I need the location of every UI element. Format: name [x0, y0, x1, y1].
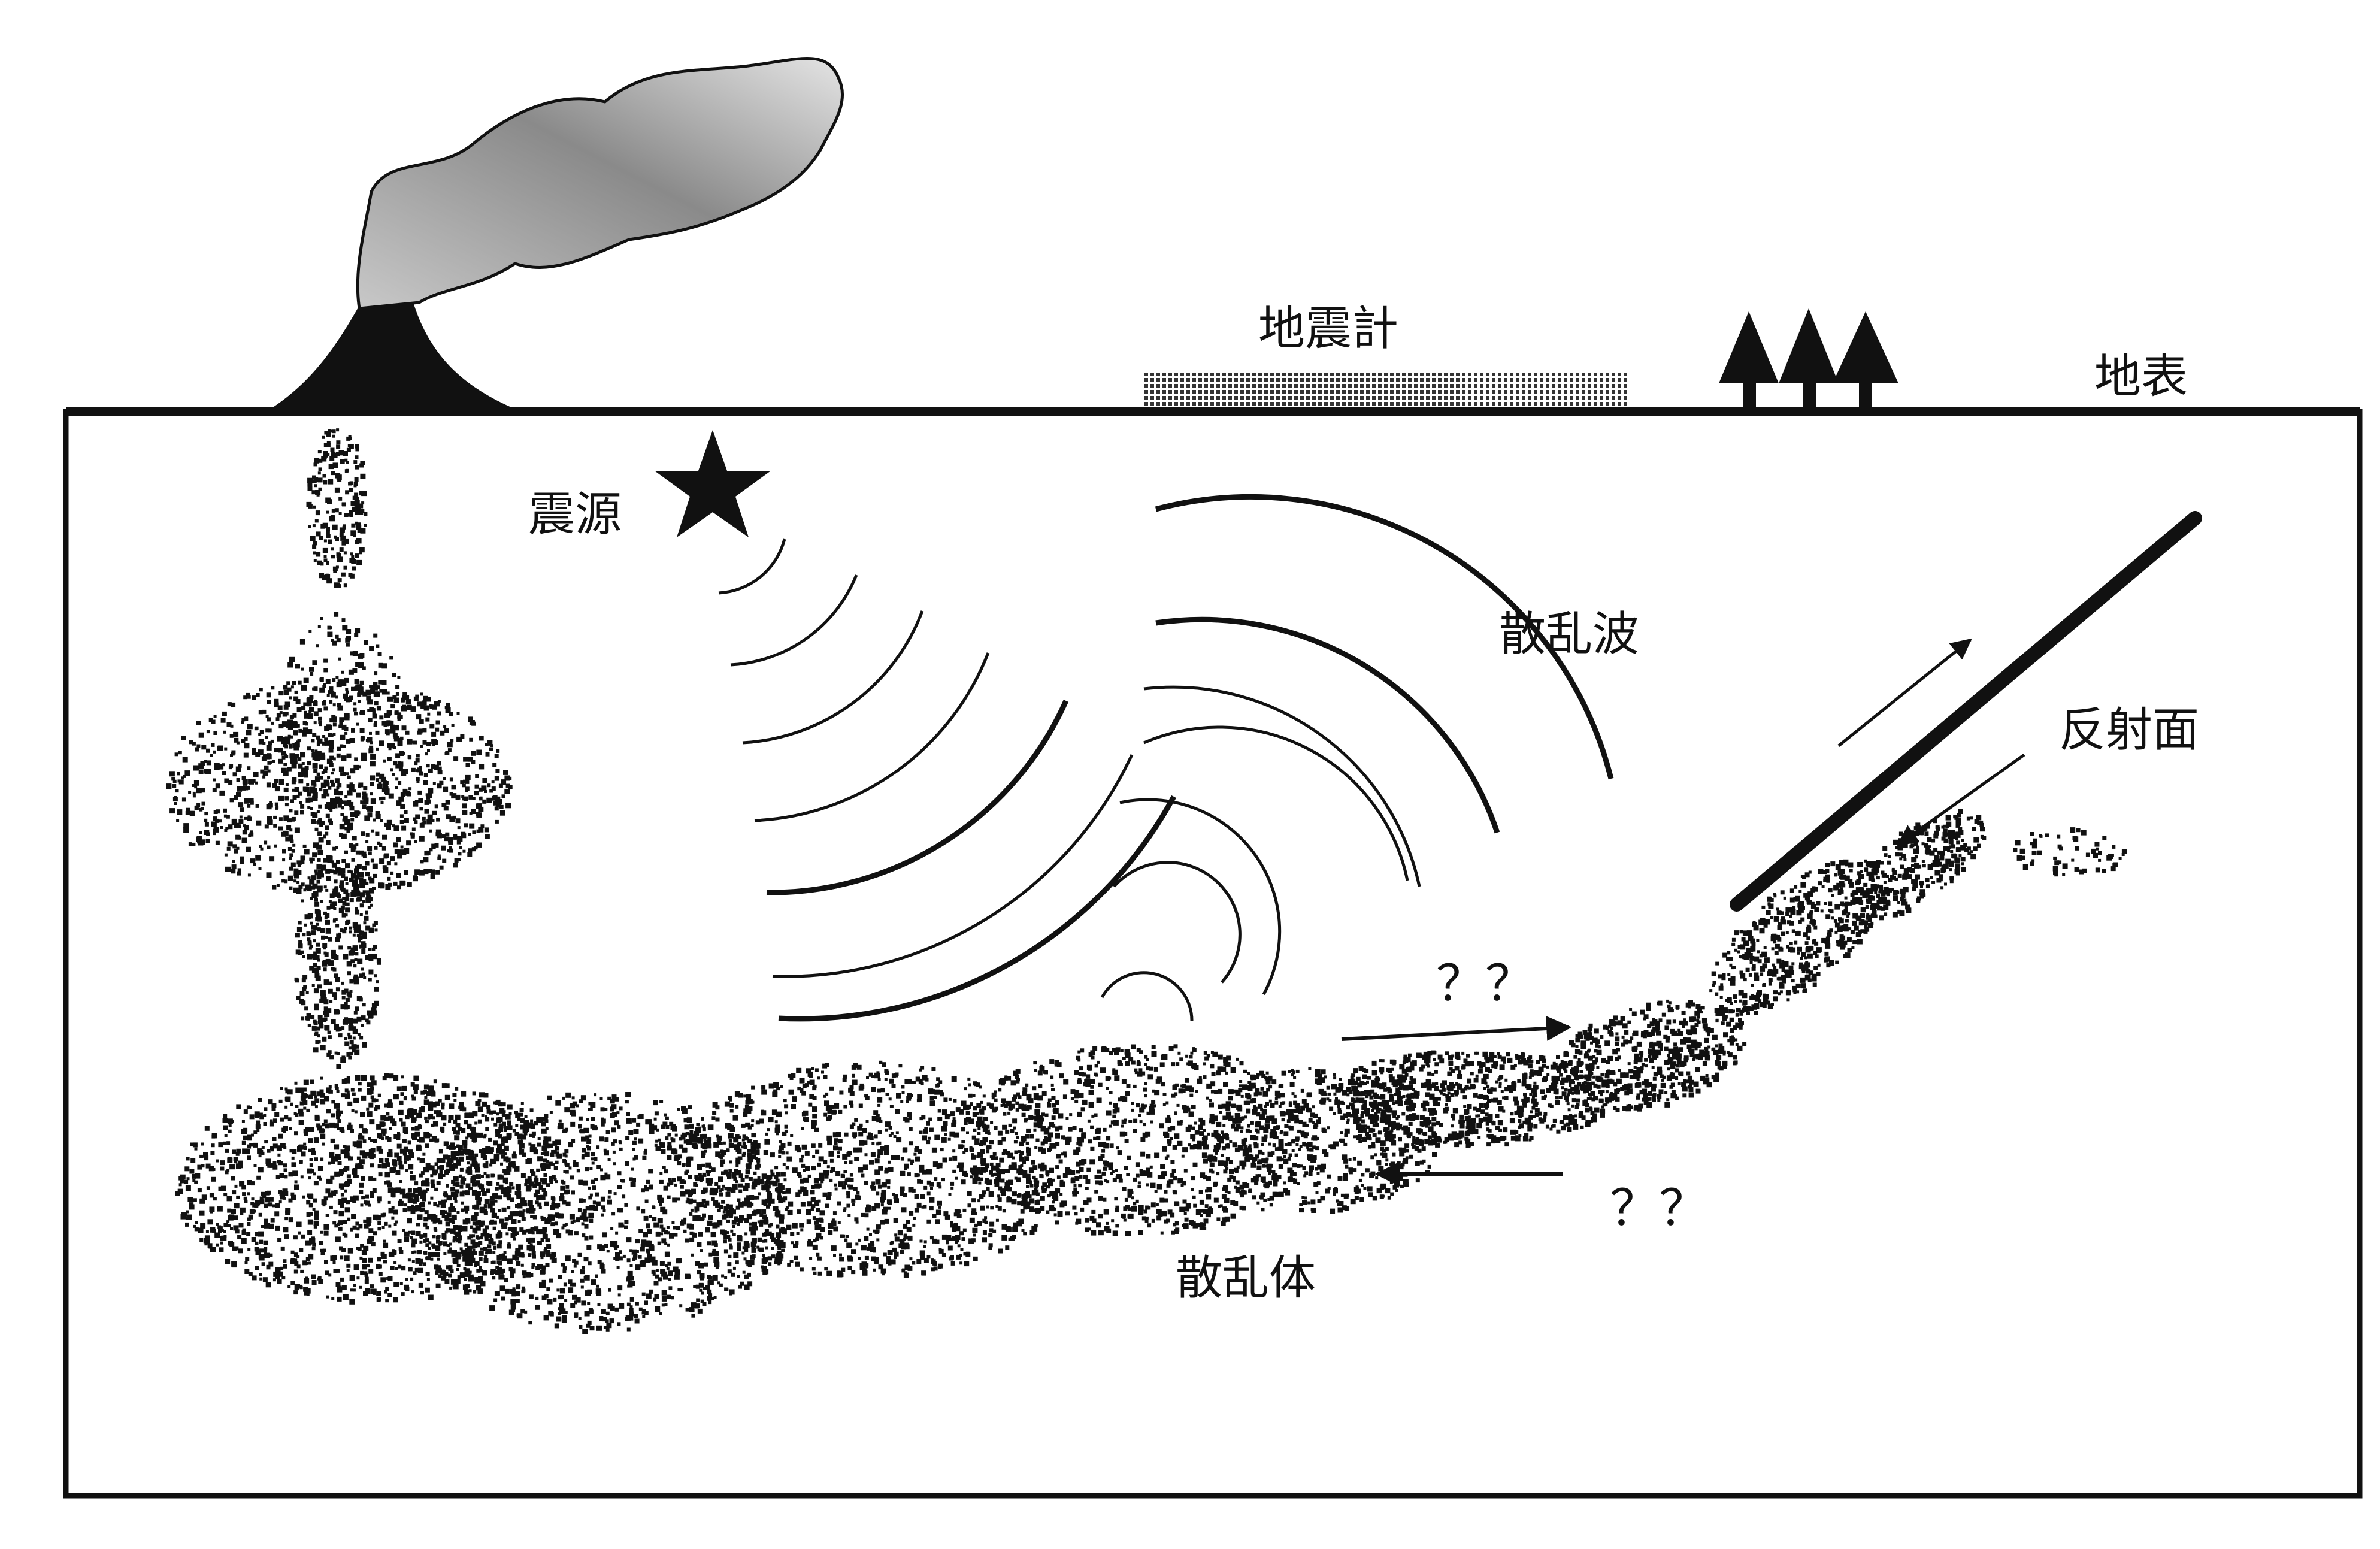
star-icon	[655, 430, 771, 537]
arrow-icon	[1897, 753, 2025, 846]
scatterer-dots	[166, 428, 2127, 1334]
surface-label: 地表	[2094, 350, 2188, 404]
arrow-icon	[1837, 638, 1972, 747]
question-label-lower: ？？	[1610, 1180, 1708, 1237]
seismometer-label: 地震計	[1258, 302, 1398, 356]
tree-icon	[1779, 308, 1839, 410]
trees-group	[1719, 308, 1898, 410]
reflector-label: 反射面	[2059, 703, 2199, 757]
question-label-upper: ？？	[1436, 955, 1534, 1012]
scatterer-label: 散乱体	[1176, 1251, 1316, 1305]
direct-wavefronts	[718, 538, 1176, 1022]
smoke-plume-icon	[356, 57, 844, 310]
scattered-wave-label: 散乱波	[1499, 607, 1639, 661]
tree-icon	[1719, 311, 1779, 410]
reflector-plane	[1730, 511, 2202, 912]
earth-block	[63, 409, 2363, 1499]
seismometer-array	[1144, 373, 1629, 407]
tree-icon	[1833, 311, 1898, 410]
scattered-wavefronts	[1100, 494, 1614, 1022]
arrow-icon	[1341, 1016, 1572, 1041]
volcano-icon	[267, 302, 521, 412]
hypocenter-label: 震源	[528, 488, 622, 541]
